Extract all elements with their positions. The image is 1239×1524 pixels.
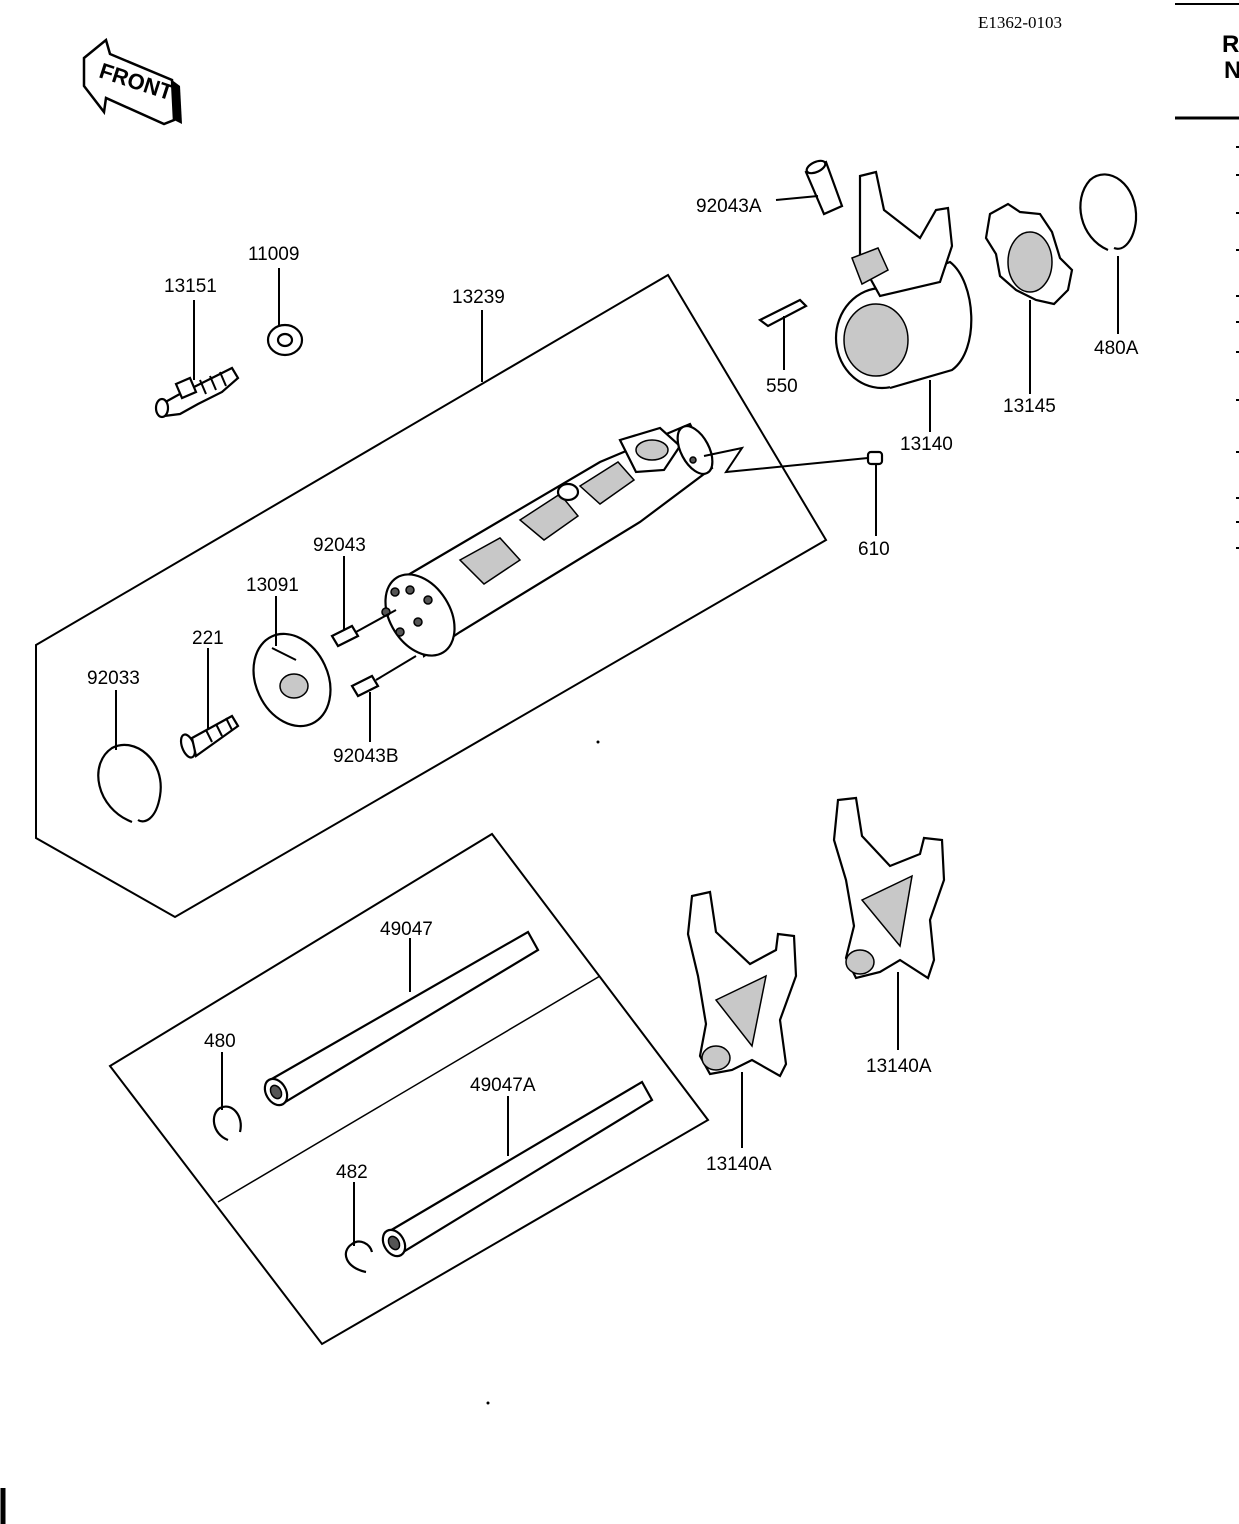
callout-482: 482 (336, 1162, 368, 1183)
callout-13145: 13145 (1003, 396, 1056, 417)
callout-480: 480 (204, 1031, 236, 1052)
callout-49047: 49047 (380, 919, 433, 940)
circlip-92033 (97, 743, 162, 824)
callout-13151: 13151 (164, 276, 217, 297)
callout-610: 610 (858, 539, 890, 560)
shift-fork-13140A-right (832, 796, 946, 980)
cotter-pin-550 (757, 298, 808, 328)
callout-labels: 92043A 13151 11009 13239 550 480A 13145 … (87, 196, 1139, 1183)
callout-550: 550 (766, 376, 798, 397)
shaft-assembly-outline (108, 832, 710, 1346)
shaft-49047A (381, 1080, 654, 1258)
shift-fork-13140A-left (686, 890, 798, 1078)
cam-plate-13145 (984, 202, 1074, 306)
e-clip-482 (344, 1240, 374, 1274)
callout-13239: 13239 (452, 287, 505, 308)
pin-92043 (330, 624, 360, 648)
drum-plate (252, 632, 332, 728)
pin-92043B (350, 674, 380, 698)
callout-480A: 480A (1094, 338, 1139, 359)
callout-49047A: 49047A (470, 1075, 536, 1096)
drum-assembly-outline (35, 273, 828, 919)
callout-13140A-right: 13140A (866, 1056, 932, 1077)
scan-marks (0, 740, 600, 1524)
shift-drum (381, 422, 714, 658)
pin-610 (866, 450, 884, 466)
circlip-480A (1079, 173, 1138, 252)
diagram-code: E1362-0103 (978, 13, 1062, 32)
circlip-480 (212, 1105, 242, 1142)
callout-92043: 92043 (313, 535, 366, 556)
callout-11009: 11009 (248, 244, 299, 265)
edge-table: R N (1175, 3, 1239, 549)
callout-13091: 13091 (246, 575, 299, 596)
front-arrow-icon: FRONT (82, 37, 182, 126)
callout-221: 221 (192, 628, 224, 649)
screw-221 (179, 714, 240, 759)
callout-13140: 13140 (900, 434, 953, 455)
shaft-divider-line (217, 975, 601, 1203)
callout-13140A-left: 13140A (706, 1154, 772, 1175)
shift-fork-13140 (834, 170, 973, 390)
neutral-switch (154, 366, 240, 419)
callout-92043A: 92043A (696, 196, 762, 217)
edge-header-r: R (1222, 31, 1239, 58)
leader-lines (115, 195, 1119, 1246)
pin-92043A (804, 159, 844, 216)
edge-header-n: N (1224, 57, 1239, 84)
callout-92043B: 92043B (333, 746, 399, 767)
callout-92033: 92033 (87, 668, 140, 689)
shaft-49047 (263, 930, 540, 1107)
gasket-washer (266, 323, 304, 357)
